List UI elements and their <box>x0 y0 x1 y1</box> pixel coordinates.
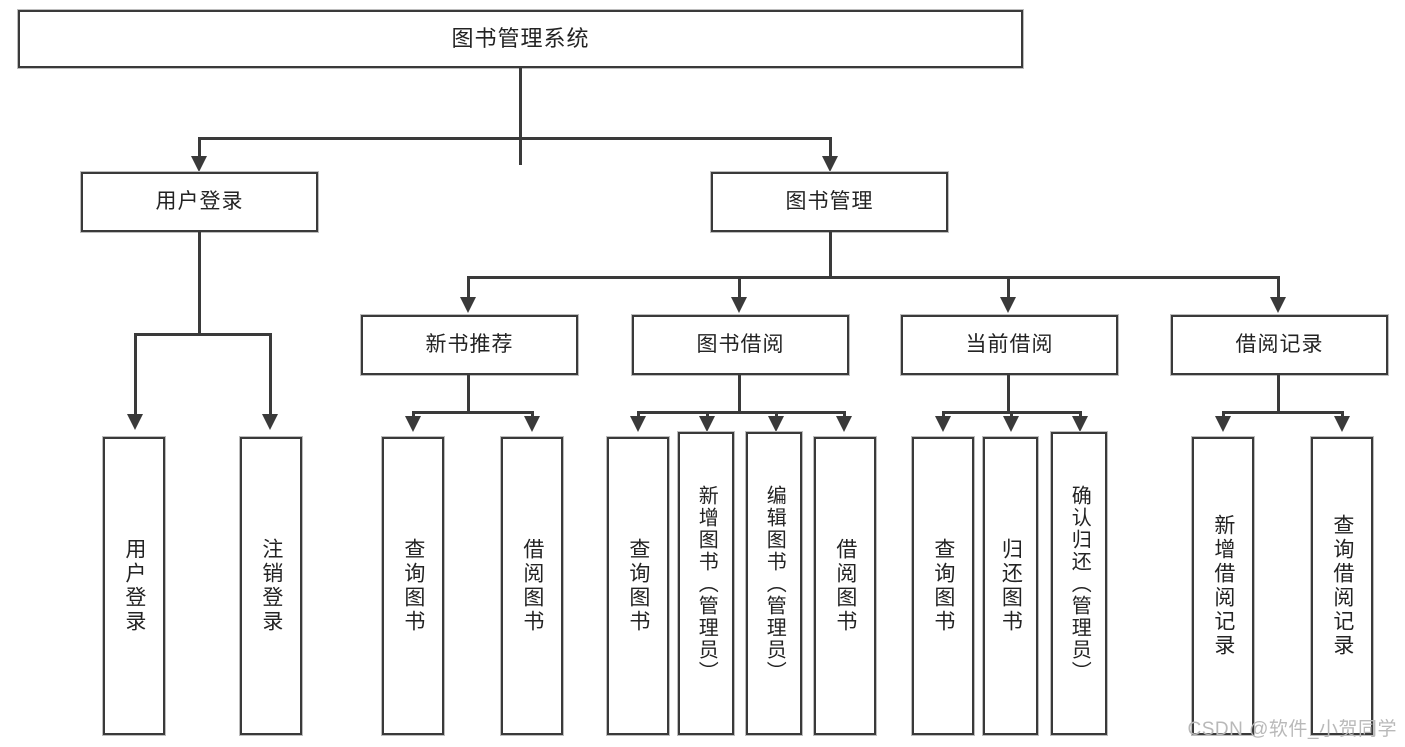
leaf-edit-book-admin[interactable]: 编辑图书（管理员） <box>746 432 802 735</box>
arrow-to-record-icon <box>1270 297 1286 313</box>
connector-record-stem <box>1277 375 1280 413</box>
arrow-login-leaf-1-icon <box>127 414 143 430</box>
connector-newrec-leaf-1 <box>412 411 415 419</box>
arrow-record-leaf-1-icon <box>1215 416 1231 432</box>
node-borrow-record[interactable]: 借阅记录 <box>1171 315 1388 375</box>
connector-current-leaf-3 <box>1079 411 1082 419</box>
leaf-label: 新增图书（管理员） <box>695 484 718 683</box>
connector-borrow-bus <box>637 411 846 414</box>
connector-to-login <box>198 137 201 159</box>
leaf-user-login[interactable]: 用户登录 <box>103 437 165 735</box>
leaf-label: 借阅图书 <box>833 538 857 634</box>
node-label: 用户登录 <box>155 190 244 214</box>
node-label: 图书管理系统 <box>451 25 590 51</box>
connector-login-stem <box>198 232 201 335</box>
connector-to-record <box>1277 276 1280 300</box>
connector-to-newrec <box>467 276 470 300</box>
connector-to-current <box>1007 276 1010 300</box>
leaf-query-book-current[interactable]: 查询图书 <box>912 437 974 735</box>
arrow-borrow-leaf-3-icon <box>768 416 784 432</box>
leaf-label: 归还图书 <box>999 538 1023 634</box>
connector-to-borrow <box>738 276 741 300</box>
arrow-to-current-icon <box>1000 297 1016 313</box>
leaf-borrow-book-newrec[interactable]: 借阅图书 <box>501 437 563 735</box>
node-user-login[interactable]: 用户登录 <box>81 172 318 232</box>
arrow-to-login-icon <box>191 156 207 172</box>
connector-record-leaf-2 <box>1341 411 1344 419</box>
connector-login-leaf-1 <box>134 333 137 417</box>
connector-borrow-leaf-3 <box>775 411 778 419</box>
connector-current-leaf-1 <box>942 411 945 419</box>
node-label: 借阅记录 <box>1235 333 1324 357</box>
connector-root-stem <box>519 68 522 165</box>
arrow-current-leaf-2-icon <box>1003 416 1019 432</box>
connector-borrow-leaf-1 <box>637 411 640 419</box>
node-label: 图书管理 <box>785 190 874 214</box>
connector-current-stem <box>1007 375 1010 413</box>
leaf-logout[interactable]: 注销登录 <box>240 437 302 735</box>
leaf-label: 查询图书 <box>931 538 955 634</box>
arrow-login-leaf-2-icon <box>262 414 278 430</box>
leaf-add-borrow-record[interactable]: 新增借阅记录 <box>1192 437 1254 735</box>
arrow-borrow-leaf-1-icon <box>630 416 646 432</box>
connector-books-stem <box>829 232 832 278</box>
connector-root-bus <box>198 137 832 140</box>
leaf-add-book-admin[interactable]: 新增图书（管理员） <box>678 432 734 735</box>
node-label: 新书推荐 <box>425 333 514 357</box>
leaf-label: 注销登录 <box>259 538 283 634</box>
leaf-confirm-return-admin[interactable]: 确认归还（管理员） <box>1051 432 1107 735</box>
leaf-query-book-borrow[interactable]: 查询图书 <box>607 437 669 735</box>
leaf-return-book[interactable]: 归还图书 <box>983 437 1038 735</box>
leaf-label: 借阅图书 <box>520 538 544 634</box>
node-new-book-recommend[interactable]: 新书推荐 <box>361 315 578 375</box>
arrow-current-leaf-3-icon <box>1072 416 1088 432</box>
connector-books-bus <box>467 276 1279 279</box>
leaf-label: 查询图书 <box>401 538 425 634</box>
node-current-borrow[interactable]: 当前借阅 <box>901 315 1118 375</box>
arrow-newrec-leaf-2-icon <box>524 416 540 432</box>
arrow-record-leaf-2-icon <box>1334 416 1350 432</box>
connector-borrow-leaf-2 <box>706 411 709 419</box>
connector-login-bus <box>134 333 272 336</box>
leaf-label: 查询借阅记录 <box>1330 514 1354 658</box>
node-label: 图书借阅 <box>696 333 785 357</box>
arrow-to-borrow-icon <box>731 297 747 313</box>
connector-newrec-stem <box>467 375 470 413</box>
leaf-label: 查询图书 <box>626 538 650 634</box>
node-book-borrow[interactable]: 图书借阅 <box>632 315 849 375</box>
connector-newrec-leaf-2 <box>531 411 534 419</box>
connector-record-bus <box>1222 411 1344 414</box>
arrow-to-newrec-icon <box>460 297 476 313</box>
node-root-system[interactable]: 图书管理系统 <box>18 10 1023 68</box>
leaf-label: 编辑图书（管理员） <box>763 484 786 683</box>
leaf-label: 新增借阅记录 <box>1211 514 1235 658</box>
arrow-newrec-leaf-1-icon <box>405 416 421 432</box>
node-label: 当前借阅 <box>965 333 1054 357</box>
connector-to-books <box>829 137 832 159</box>
arrow-borrow-leaf-4-icon <box>836 416 852 432</box>
leaf-label: 确认归还（管理员） <box>1068 484 1091 683</box>
connector-borrow-leaf-4 <box>843 411 846 419</box>
connector-newrec-bus <box>412 411 534 414</box>
arrow-to-books-icon <box>822 156 838 172</box>
node-book-management[interactable]: 图书管理 <box>711 172 948 232</box>
connector-login-leaf-2 <box>269 333 272 417</box>
leaf-label: 用户登录 <box>122 538 146 634</box>
leaf-query-borrow-record[interactable]: 查询借阅记录 <box>1311 437 1373 735</box>
arrow-borrow-leaf-2-icon <box>699 416 715 432</box>
connector-borrow-stem <box>738 375 741 413</box>
connector-current-leaf-2 <box>1010 411 1013 419</box>
connector-record-leaf-1 <box>1222 411 1225 419</box>
leaf-borrow-book[interactable]: 借阅图书 <box>814 437 876 735</box>
arrow-current-leaf-1-icon <box>935 416 951 432</box>
leaf-query-book-newrec[interactable]: 查询图书 <box>382 437 444 735</box>
